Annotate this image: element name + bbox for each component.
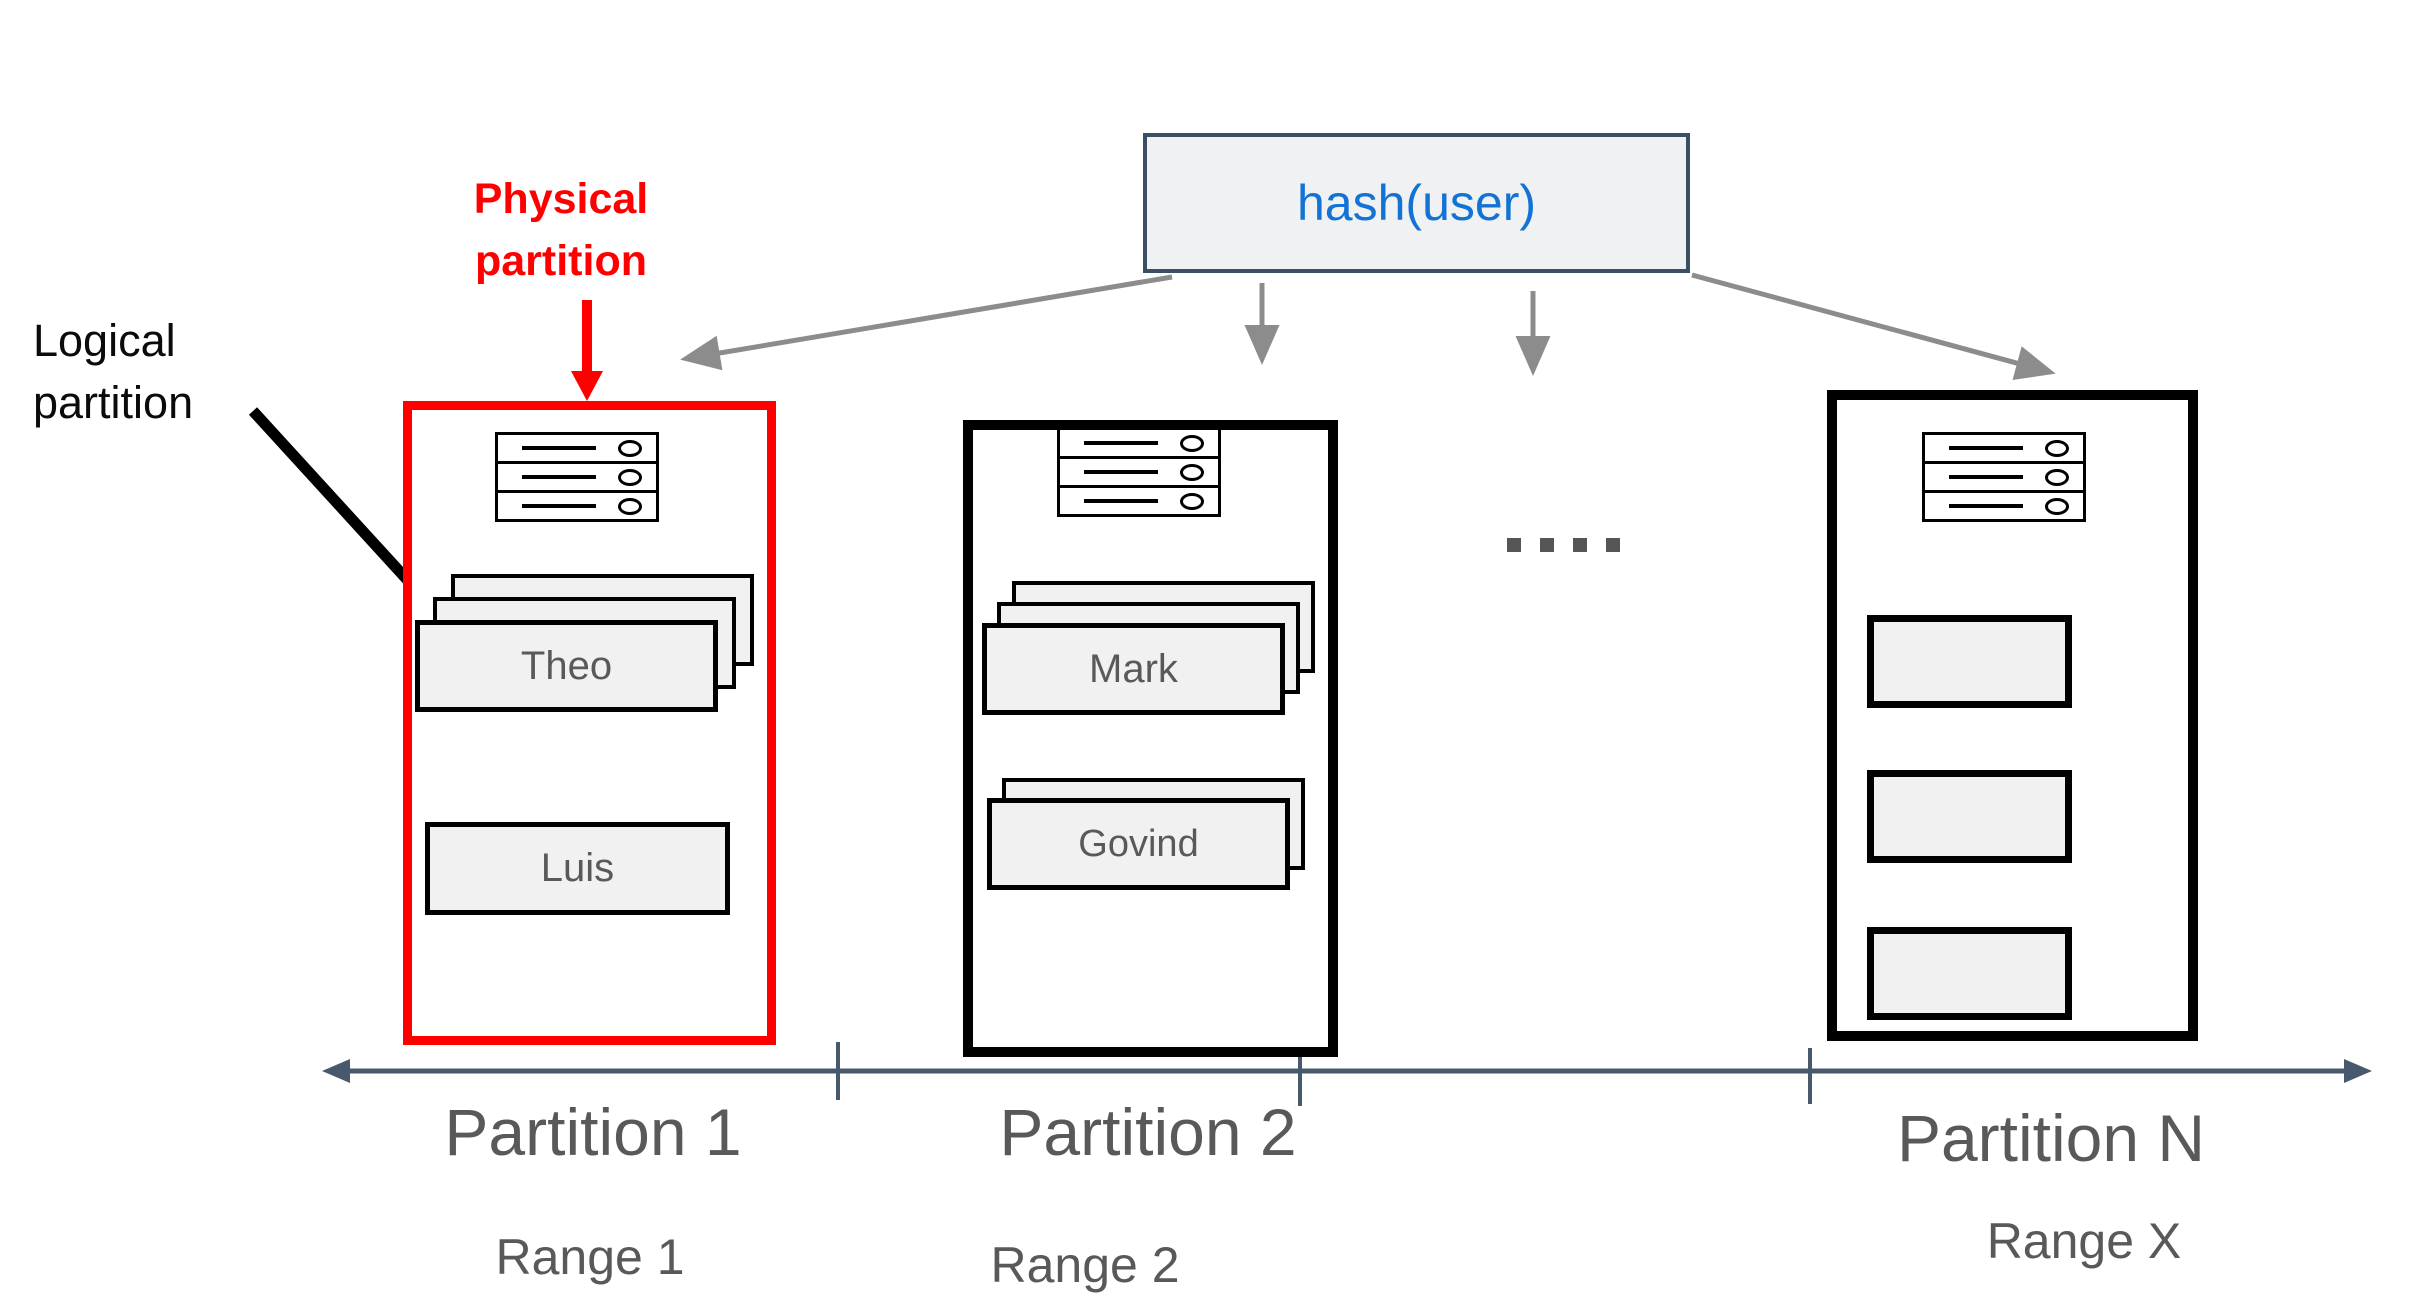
server-led-icon bbox=[2045, 440, 2070, 457]
partition-2-box bbox=[963, 420, 1338, 1057]
server-led-icon bbox=[618, 469, 643, 486]
server-slot-line bbox=[1948, 446, 2023, 450]
physical-partition-line2: partition bbox=[475, 237, 647, 285]
server-row bbox=[495, 490, 659, 522]
partition-1-box bbox=[403, 401, 776, 1045]
server-slot-line bbox=[1083, 470, 1158, 474]
server-slot-line bbox=[1083, 441, 1158, 445]
partition-2-label: Partition 2 bbox=[999, 1095, 1297, 1169]
logical-partition-stack-theo: Theo bbox=[415, 574, 754, 712]
server-slot-line bbox=[1083, 499, 1158, 503]
logical-partition-card: Mark bbox=[982, 623, 1285, 715]
ellipsis-dots bbox=[1507, 538, 1620, 552]
physical-partition-line1: Physical bbox=[473, 175, 649, 223]
logical-partition-card: Luis bbox=[425, 822, 730, 915]
logical-partition-stack-mark: Mark bbox=[982, 581, 1315, 715]
arrow-hash-to-partition-n bbox=[1691, 272, 2056, 381]
logical-partition-card: Theo bbox=[415, 620, 718, 712]
hash-function-label: hash(user) bbox=[1297, 175, 1536, 231]
dot bbox=[1573, 538, 1587, 552]
server-led-icon bbox=[618, 440, 643, 457]
logical-partition-line1: Logical bbox=[33, 315, 176, 366]
range-axis-right-arrowhead bbox=[2344, 1059, 2372, 1083]
partition-key-label: Govind bbox=[1078, 822, 1199, 865]
server-row bbox=[495, 432, 659, 464]
server-led-icon bbox=[1180, 493, 1205, 510]
hash-function-box: hash(user) bbox=[1143, 133, 1690, 273]
partition-key-label: Luis bbox=[540, 846, 615, 890]
logical-partition-card: Govind bbox=[987, 798, 1290, 890]
partition-key-label: Mark bbox=[1089, 646, 1178, 691]
logical-partition-line2: partition bbox=[33, 377, 194, 428]
server-slot-line bbox=[1948, 475, 2023, 479]
arrow-hash-to-partition-1 bbox=[680, 274, 1173, 371]
empty-logical-partition-card bbox=[1867, 770, 2072, 863]
server-row bbox=[1922, 432, 2086, 464]
server-led-icon bbox=[2045, 498, 2070, 515]
server-icon bbox=[1057, 427, 1221, 517]
server-row bbox=[1057, 485, 1221, 517]
server-row bbox=[1057, 427, 1221, 459]
range-axis-left-arrowhead bbox=[322, 1059, 350, 1083]
range-x-label: Range X bbox=[1986, 1213, 2182, 1269]
server-icon bbox=[1922, 432, 2086, 522]
physical-partition-annotation: Physical partition bbox=[411, 168, 711, 292]
empty-logical-partition-card bbox=[1867, 927, 2072, 1020]
server-slot-line bbox=[521, 504, 596, 508]
server-led-icon bbox=[1180, 464, 1205, 481]
server-led-icon bbox=[618, 498, 643, 515]
server-led-icon bbox=[2045, 469, 2070, 486]
server-row bbox=[1057, 456, 1221, 488]
partition-n-label: Partition N bbox=[1896, 1101, 2206, 1175]
dot bbox=[1507, 538, 1521, 552]
dot bbox=[1540, 538, 1554, 552]
partition-1-label: Partition 1 bbox=[444, 1095, 742, 1169]
physical-partition-arrow-head bbox=[571, 371, 603, 401]
range-1-label: Range 1 bbox=[495, 1229, 685, 1285]
empty-logical-partition-card bbox=[1867, 615, 2072, 708]
dot bbox=[1606, 538, 1620, 552]
server-led-icon bbox=[1180, 435, 1205, 452]
server-row bbox=[495, 461, 659, 493]
logical-partition-stack-govind: Govind bbox=[987, 778, 1305, 890]
server-slot-line bbox=[1948, 504, 2023, 508]
range-2-label: Range 2 bbox=[990, 1237, 1180, 1293]
server-row bbox=[1922, 490, 2086, 522]
server-row bbox=[1922, 461, 2086, 493]
logical-partition-annotation: Logical partition bbox=[33, 310, 333, 434]
server-slot-line bbox=[521, 446, 596, 450]
server-icon bbox=[495, 432, 659, 522]
server-slot-line bbox=[521, 475, 596, 479]
partition-key-label: Theo bbox=[520, 643, 613, 688]
